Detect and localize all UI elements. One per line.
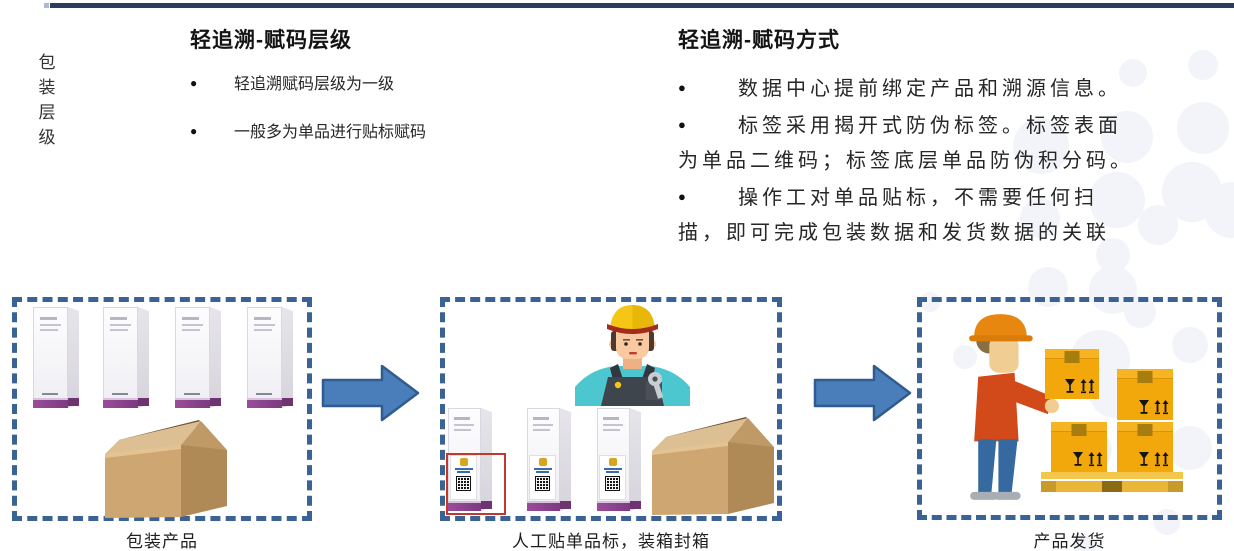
product-carton-labeled: [448, 408, 492, 511]
cardboard-box: [652, 417, 774, 515]
tape-strip: [1137, 371, 1153, 383]
pallet: [1041, 472, 1183, 492]
bullet-text: 标签采用揭开式防伪标签。标签表面为单品二维码；标签底层单品防伪积分码。: [678, 115, 1134, 172]
brand-logo-icon: [538, 458, 547, 466]
bullet-icon: ●: [190, 124, 198, 138]
coding-method-bullet: ●操作工对单品贴标，不需要任何扫描，即可完成包装数据和发货数据的关联: [678, 179, 1138, 251]
shipping-box: [1117, 422, 1173, 472]
tape-strip: [1071, 424, 1087, 436]
qr-label: [599, 455, 626, 500]
fragile-icon: [1139, 452, 1149, 466]
product-carton: [247, 307, 293, 408]
tape-strip: [1137, 424, 1153, 436]
background-blob: [1101, 111, 1153, 163]
bullet-text: 操作工对单品贴标，不需要任何扫描，即可完成包装数据和发货数据的关联: [678, 187, 1110, 244]
flow-step-shipping-frame: [917, 297, 1222, 520]
top-rule-cap: [44, 3, 49, 8]
coding-level-section: 轻追溯-赋码层级 ● 轻追溯赋码层级为一级 ● 一般多为单品进行贴标赋码: [190, 24, 610, 166]
fragile-icon: [1139, 400, 1149, 414]
brand-logo-icon: [608, 458, 617, 466]
side-label-char: 级: [38, 128, 56, 147]
this-side-up-icon: [1154, 400, 1169, 415]
flow-step-packaging-frame: [12, 297, 312, 521]
background-blob: [1188, 50, 1218, 80]
qr-label: [529, 455, 556, 500]
this-side-up-icon: [1154, 452, 1169, 467]
background-blob: [1154, 509, 1180, 535]
background-blob: [1013, 118, 1069, 174]
bullet-text: 数据中心提前绑定产品和溯源信息。: [738, 78, 1122, 100]
flow-caption-shipping: 产品发货: [1033, 532, 1106, 551]
background-blob: [953, 345, 977, 369]
coding-level-bullet: ● 一般多为单品进行贴标赋码: [190, 118, 610, 146]
cardboard-box: [105, 420, 227, 518]
side-label-char: 层: [38, 103, 56, 122]
qr-code-icon: [605, 476, 620, 491]
shipping-box: [1051, 422, 1107, 472]
wrench-icon: [648, 372, 664, 399]
top-rule: [50, 3, 1234, 8]
side-label-char: 装: [38, 78, 56, 97]
annotation-box: [446, 453, 506, 515]
flow-caption-labeling: 人工贴单品标，装箱封箱: [512, 532, 710, 551]
coding-level-title: 轻追溯-赋码层级: [190, 29, 352, 52]
bullet-icon: ●: [678, 117, 686, 132]
packaging-level-vertical-label: 包 装 层 级: [36, 50, 58, 150]
worker-labeling-illustration: [575, 305, 690, 406]
flow-caption-packaging: 包装产品: [126, 532, 198, 551]
product-carton: [33, 307, 79, 408]
bullet-icon: ●: [678, 80, 686, 95]
coding-method-title: 轻追溯-赋码方式: [678, 29, 840, 52]
button-dot: [614, 381, 622, 389]
bullet-icon: ●: [190, 76, 198, 90]
qr-label: [450, 455, 477, 500]
product-carton: [175, 307, 221, 408]
flow-step-labeling-frame: [440, 297, 782, 521]
flow-arrow-2: [813, 364, 912, 422]
background-blob: [1138, 205, 1178, 245]
coding-method-section: 轻追溯-赋码方式 ●数据中心提前绑定产品和溯源信息。 ●标签采用揭开式防伪标签。…: [678, 24, 1138, 251]
worker-shipping-illustration: [969, 314, 1059, 500]
this-side-up-icon: [1088, 452, 1103, 467]
fragile-icon: [1073, 452, 1083, 466]
background-blob: [1074, 535, 1096, 551]
bullet-icon: ●: [678, 189, 686, 204]
side-label-char: 包: [38, 53, 56, 72]
flow-arrow-1: [321, 364, 420, 422]
background-blob: [1172, 327, 1208, 363]
tape-strip: [1064, 351, 1080, 363]
product-carton-labeled: [527, 408, 571, 511]
coding-level-bullet: ● 轻追溯赋码层级为一级: [190, 70, 610, 98]
background-blob: [1119, 59, 1147, 87]
background-blob: [1020, 198, 1060, 238]
qr-code-icon: [535, 476, 550, 491]
shipping-box: [1045, 349, 1099, 399]
qr-code-icon: [456, 476, 471, 491]
shipping-box: [1117, 369, 1173, 420]
background-blob: [1168, 426, 1212, 470]
background-blob: [1177, 102, 1229, 154]
background-blob: [1089, 172, 1145, 228]
coding-method-bullet: ● 数据中心提前绑定产品和溯源信息。: [678, 70, 1138, 107]
fragile-icon: [1065, 379, 1075, 393]
product-carton-labeled: [597, 408, 641, 511]
product-carton: [103, 307, 149, 408]
brand-logo-icon: [459, 458, 468, 466]
bullet-text: 一般多为单品进行贴标赋码: [234, 124, 427, 141]
coding-method-bullet: ●标签采用揭开式防伪标签。标签表面为单品二维码；标签底层单品防伪积分码。: [678, 107, 1138, 179]
bullet-text: 轻追溯赋码层级为一级: [234, 76, 395, 93]
this-side-up-icon: [1080, 379, 1095, 394]
